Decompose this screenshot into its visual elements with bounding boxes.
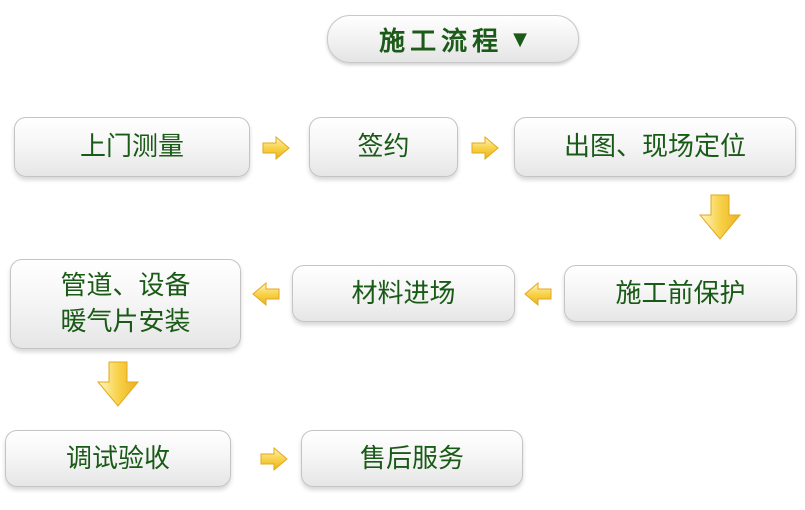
step-label: 签约 [357,132,410,162]
step-drawing-positioning[interactable]: 出图、现场定位 [514,117,796,177]
triangle-down-icon[interactable]: ▼ [513,29,527,50]
arrow-left-icon [524,282,552,306]
arrow-right-icon [262,136,290,160]
step-pre-construction-protection[interactable]: 施工前保护 [564,265,797,322]
step-label: 出图、现场定位 [563,132,746,162]
step-label: 施工前保护 [615,278,746,309]
step-debug-acceptance[interactable]: 调试验收 [5,430,231,487]
step-label-line: 管道、设备 [60,271,191,301]
arrow-right-icon [471,136,499,160]
step-label-line: 暖气片安装 [60,307,191,337]
step-label: 售后服务 [359,443,464,474]
step-material-arrival[interactable]: 材料进场 [292,265,515,322]
flow-title: 施工流程 [379,26,504,57]
arrow-down-icon [96,361,140,407]
arrow-left-icon [252,282,280,306]
title-pill[interactable]: 施工流程 ▼ [327,15,579,63]
step-onsite-measure[interactable]: 上门测量 [14,117,250,177]
step-sign-contract[interactable]: 签约 [309,117,458,177]
arrow-down-icon [698,194,742,240]
step-pipe-equipment-install[interactable]: 管道、设备 暖气片安装 [10,259,241,349]
step-label: 调试验收 [65,443,170,474]
step-after-sales[interactable]: 售后服务 [301,430,523,487]
step-label: 上门测量 [79,132,184,162]
arrow-right-icon [260,447,288,471]
step-label: 材料进场 [351,278,456,309]
